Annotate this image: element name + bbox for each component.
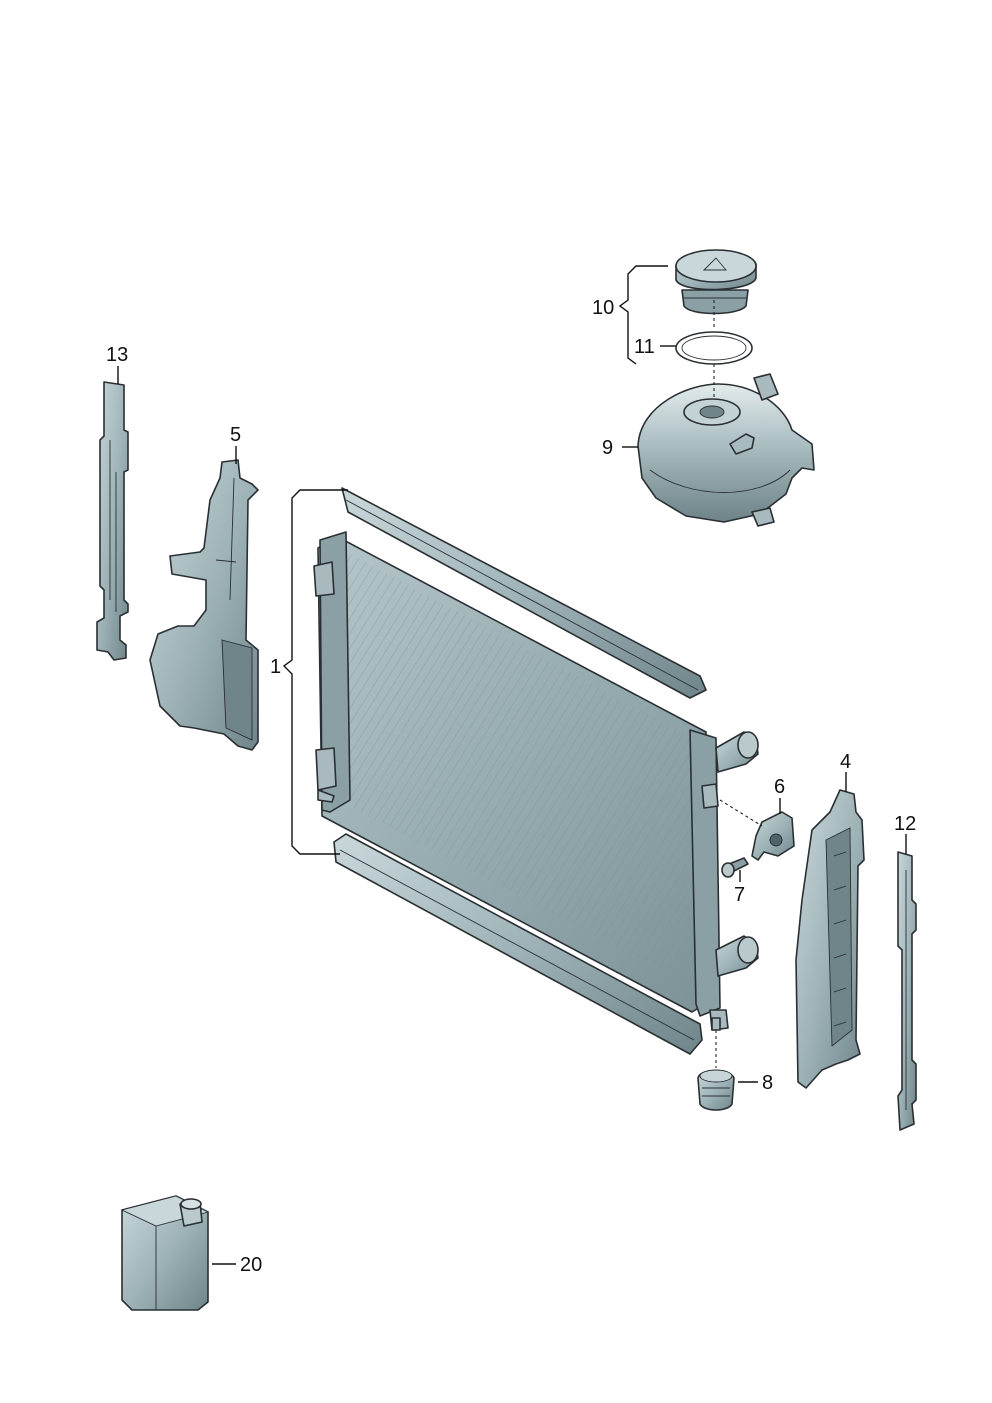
air-guide-right-part xyxy=(795,789,865,1089)
radiator-part xyxy=(313,487,759,1055)
callout-10: 10 xyxy=(592,297,614,319)
callout-5: 5 xyxy=(230,424,241,446)
screw-part xyxy=(721,857,749,878)
callout-4: 4 xyxy=(840,751,851,773)
cap-part xyxy=(675,249,757,315)
callout-9: 9 xyxy=(602,437,613,459)
bracket-part xyxy=(751,811,795,861)
callout-20: 20 xyxy=(240,1254,262,1276)
callout-8: 8 xyxy=(762,1072,773,1094)
air-guide-left-part xyxy=(149,459,259,751)
callout-6: 6 xyxy=(774,776,785,798)
seal-strip-right-part xyxy=(897,851,917,1131)
callout-12: 12 xyxy=(894,813,916,835)
callout-11: 11 xyxy=(634,336,655,358)
seal-strip-left-part xyxy=(96,381,129,661)
leader-lines xyxy=(117,265,907,1265)
callout-13: 13 xyxy=(106,344,128,366)
coolant-bottle-part xyxy=(120,1195,210,1311)
callout-1: 1 xyxy=(270,656,281,678)
callout-7: 7 xyxy=(734,884,745,906)
rubber-mount-part xyxy=(697,1069,735,1111)
callout-labels: 1 4 5 6 7 8 9 10 11 12 13 20 xyxy=(106,297,916,1276)
expansion-tank-part xyxy=(637,373,815,527)
seal-ring-part xyxy=(675,331,753,365)
